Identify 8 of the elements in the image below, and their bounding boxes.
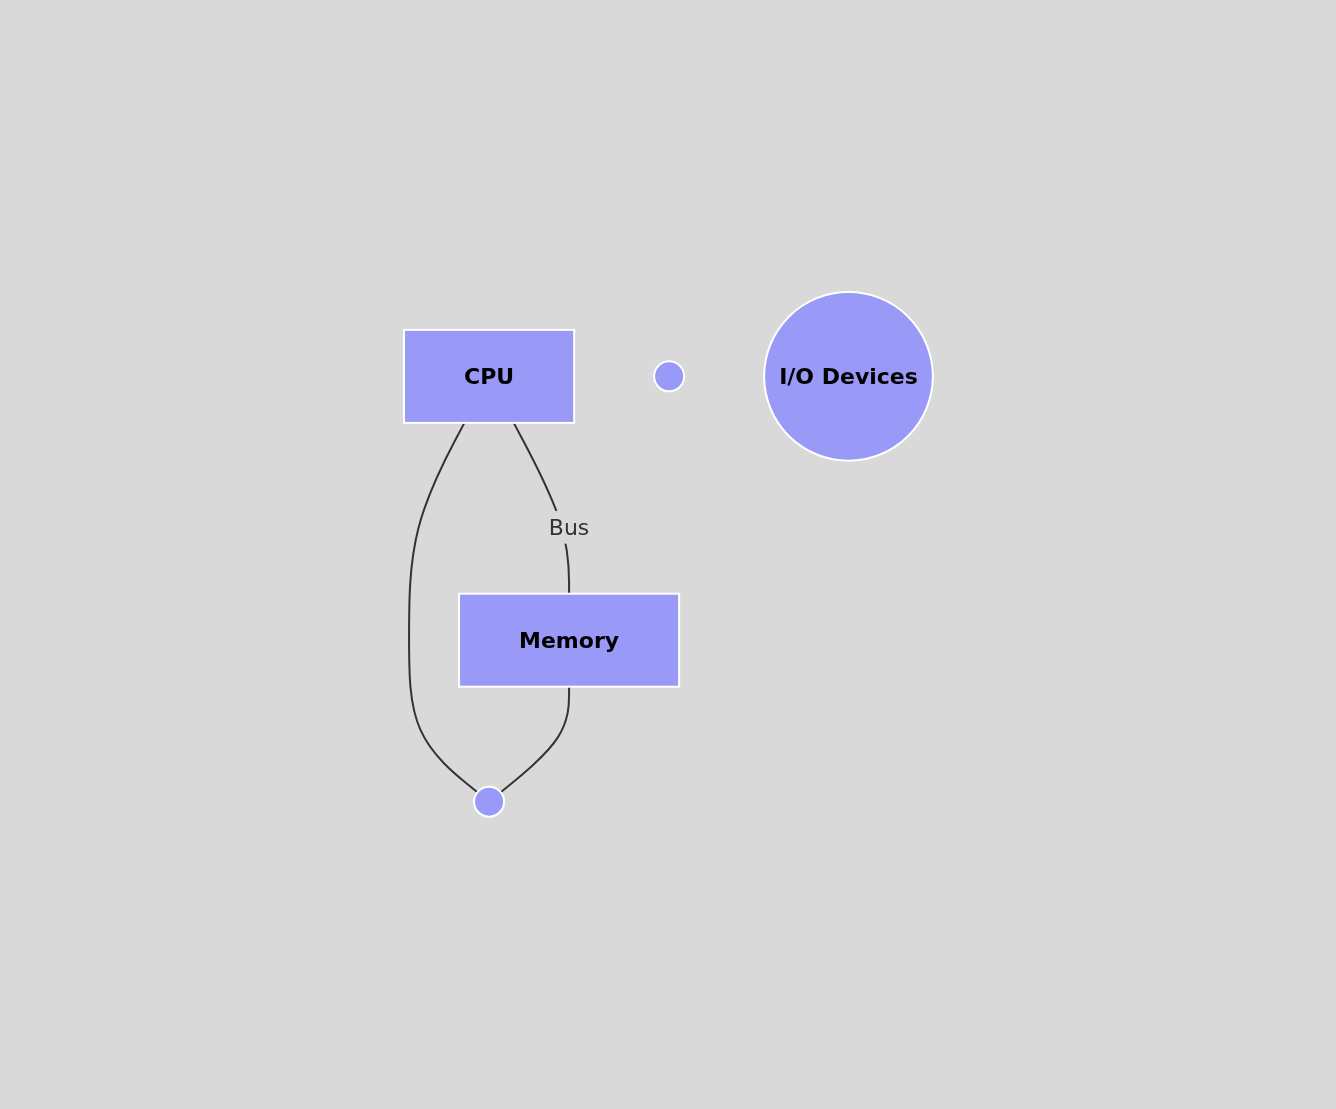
node-box: Memory: [457, 592, 680, 688]
connector: [407, 422, 478, 794]
node-circle: [472, 785, 505, 818]
connector: [499, 685, 570, 794]
node-circle: [652, 360, 685, 393]
edge-label: Bus: [548, 514, 589, 540]
node-box: CPU: [402, 329, 575, 424]
node-circle: I/O Devices: [762, 291, 934, 462]
